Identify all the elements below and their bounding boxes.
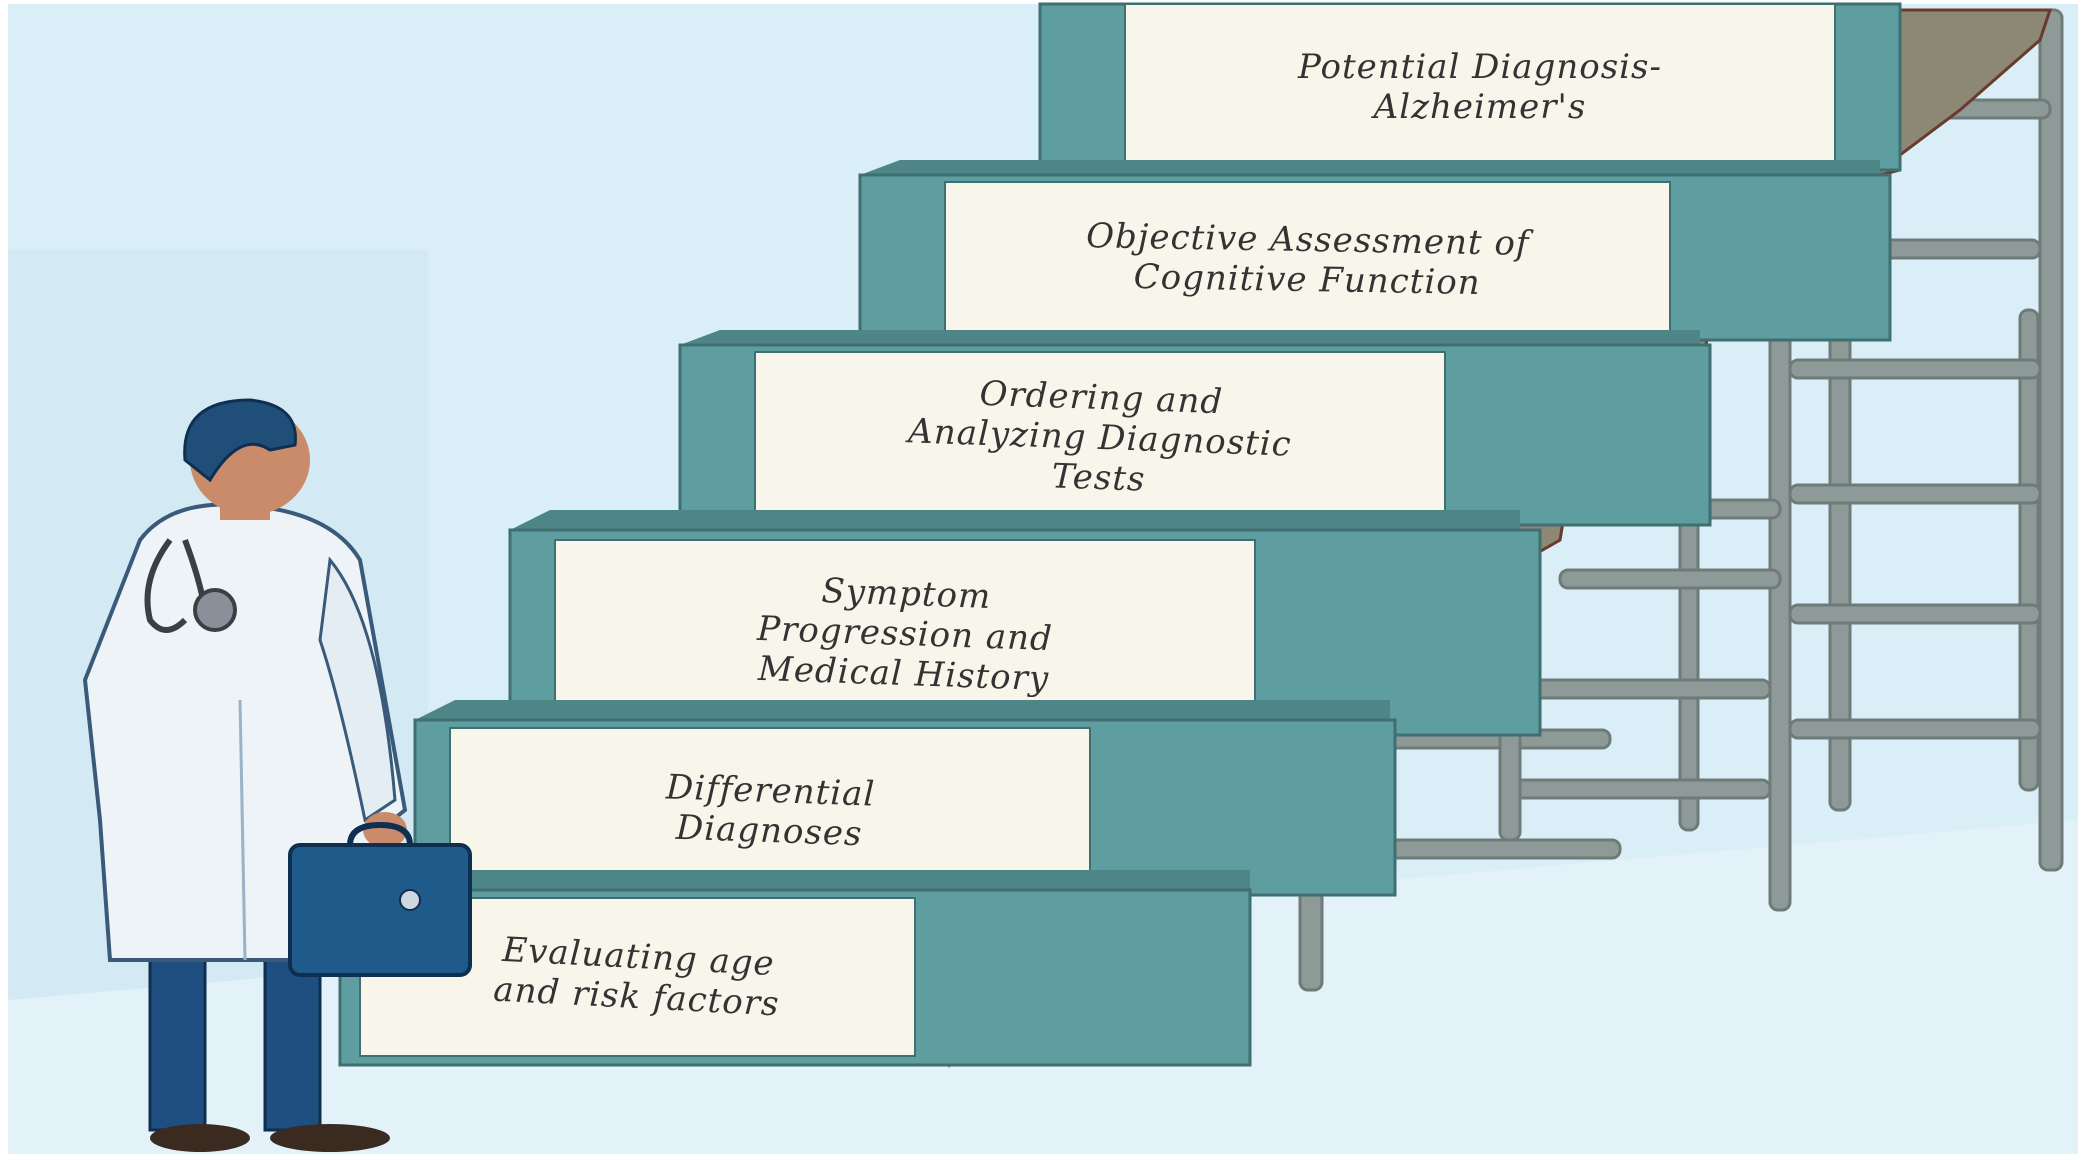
step-6-label: Potential Diagnosis- Alzheimer's (1125, 4, 1835, 170)
step-5-tread (860, 160, 1880, 175)
step-2-label-line-1: Differential (665, 766, 877, 815)
step-6-riser (1124, 3, 1836, 171)
step-4-tread (680, 330, 1700, 345)
doctor-figure (82, 398, 472, 1152)
step-2-label: Differential Diagnoses (447, 717, 1092, 904)
step-3-riser (554, 539, 1256, 729)
step-2-tread (415, 700, 1390, 720)
step-5-label: Objective Assessment of Cognitive Functi… (944, 176, 1672, 344)
step-3-tread (510, 510, 1520, 530)
step-2-label-line-2: Diagnoses (675, 807, 864, 854)
step-1-label: Evaluating age and risk factors (356, 884, 919, 1071)
step-4-riser (754, 351, 1446, 525)
step-1-tread (340, 870, 1250, 890)
step-5-label-line-1: Objective Assessment of (1085, 215, 1530, 264)
step-5-label-line-2: Cognitive Function (1133, 256, 1481, 303)
step-3-label: Symptom Progression and Medical History (552, 528, 1258, 740)
step-6-label-line-1: Potential Diagnosis- (1298, 47, 1662, 87)
step-4-label: Ordering and Analyzing Diagnostic Tests (752, 340, 1448, 536)
step-6-label-line-2: Alzheimer's (1373, 87, 1587, 127)
step-2-riser (449, 727, 1091, 894)
